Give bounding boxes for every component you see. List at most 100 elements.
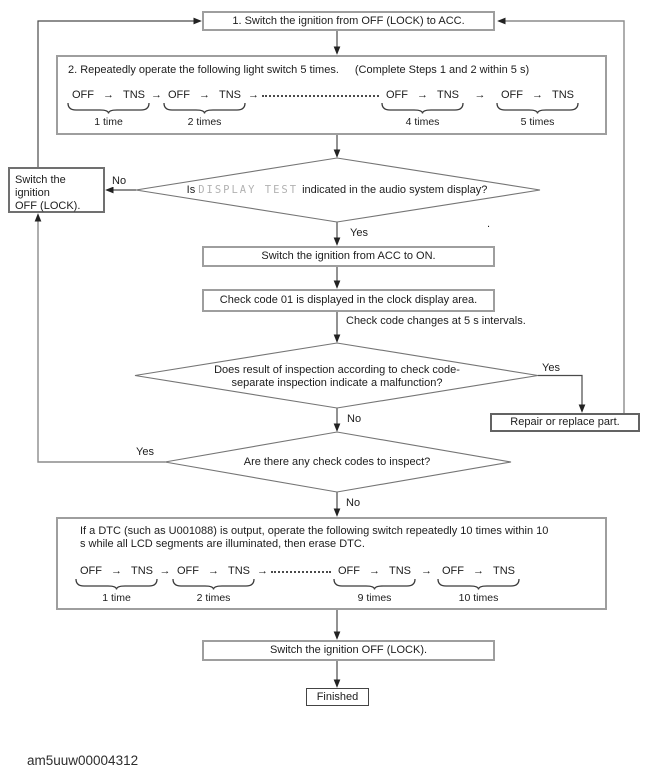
- connector-leftbox-loop-step1: [37, 17, 202, 167]
- arrow-right-icon: →: [473, 565, 484, 577]
- sequence-ellipsis: →: [255, 564, 333, 578]
- switch-off-label: OFF: [338, 565, 360, 577]
- switch-tns-label: TNS: [493, 565, 515, 577]
- acc-to-on-text: Switch the ignition from ACC to ON.: [261, 250, 436, 262]
- decision-diamond-display-test: [135, 157, 541, 223]
- check-code-01-box: Check code 01 is displayed in the clock …: [202, 289, 495, 312]
- underbrace-icon: [172, 578, 255, 590]
- step2-switch-sequence: OFF → TNS 1 time → OFF → TNS 2 times →: [67, 88, 579, 128]
- switch-cycle-group-10x: OFF → TNS 10 times: [437, 564, 520, 604]
- acc-to-on-box: Switch the ignition from ACC to ON.: [202, 246, 495, 267]
- decision-malfunction-text: Does result of inspection according to c…: [137, 364, 537, 390]
- decision-diamond-malfunction: [134, 342, 539, 409]
- arrow-right-icon: →: [369, 565, 380, 577]
- decision-malfunction-line2: separate inspection indicate a malfuncti…: [231, 377, 443, 389]
- underbrace-icon: [333, 578, 416, 590]
- step2-box: 2. Repeatedly operate the following ligh…: [56, 55, 607, 135]
- arrow-right-icon: →: [421, 565, 432, 577]
- step2-note: (Complete Steps 1 and 2 within 5 s): [354, 64, 530, 76]
- figure-code: am5uuw00004312: [27, 753, 139, 768]
- switch-off-lock-left-box: Switch the ignition OFF (LOCK).: [8, 167, 105, 213]
- switch-tns-label: TNS: [131, 565, 153, 577]
- step1-text: 1. Switch the ignition from OFF (LOCK) t…: [232, 15, 465, 27]
- sequence-arrow: →: [416, 564, 437, 578]
- switch-off-label: OFF: [80, 565, 102, 577]
- arrow-right-icon: →: [151, 89, 162, 101]
- dtc-switch-sequence: OFF → TNS 1 time → OFF → TNS 2 times →: [75, 564, 520, 604]
- cycle-count-label: 1 time: [94, 116, 123, 128]
- cycle-count-label: 9 times: [357, 592, 392, 604]
- underbrace-icon: [437, 578, 520, 590]
- switch-cycle-sequence: OFF → TNS: [163, 88, 246, 102]
- underbrace-icon: [75, 578, 158, 590]
- repair-or-replace-box: Repair or replace part.: [490, 413, 640, 432]
- sequence-arrow: →: [150, 88, 163, 102]
- arrow-right-icon: →: [417, 89, 428, 101]
- dotted-line: [262, 94, 379, 97]
- dtc-erase-box: If a DTC (such as U001088) is output, op…: [56, 517, 607, 610]
- switch-cycle-group-5x: OFF → TNS 5 times: [496, 88, 579, 128]
- switch-cycle-group-4x: OFF → TNS 4 times: [381, 88, 464, 128]
- switch-off-lock-text: Switch the ignition OFF (LOCK).: [269, 644, 428, 656]
- switch-tns-label: TNS: [389, 565, 411, 577]
- underbrace-icon: [67, 102, 150, 114]
- switch-cycle-group-1: OFF → TNS 1 time: [75, 564, 158, 604]
- arrow-right-icon: →: [208, 565, 219, 577]
- switch-tns-label: TNS: [552, 89, 574, 101]
- edge-label-no: No: [345, 497, 362, 509]
- decision-more-codes-line: Are there any check codes to inspect?: [243, 456, 431, 468]
- underbrace-icon: [496, 102, 579, 114]
- cycle-count-label: 1 time: [102, 592, 131, 604]
- edge-label-no: No: [111, 175, 128, 187]
- underbrace-icon: [381, 102, 464, 114]
- arrow-right-icon: →: [257, 565, 268, 577]
- switch-off-label: OFF: [386, 89, 408, 101]
- arrow-right-icon: →: [111, 565, 122, 577]
- dotted-line: [271, 570, 331, 573]
- connector-d2-yes-repair: [538, 374, 586, 413]
- step1-box: 1. Switch the ignition from OFF (LOCK) t…: [202, 11, 495, 31]
- arrow-right-icon: →: [199, 89, 210, 101]
- stray-dot: .: [487, 218, 491, 230]
- switch-cycle-sequence: OFF → TNS: [496, 88, 579, 102]
- arrow-right-icon: →: [159, 565, 171, 577]
- cycle-count-label: 2 times: [187, 116, 222, 128]
- dtc-line1: If a DTC (such as U001088) is output, op…: [80, 525, 549, 537]
- switch-off-lock-box: Switch the ignition OFF (LOCK).: [202, 640, 495, 661]
- edge-label-yes: Yes: [541, 362, 561, 374]
- switch-cycle-sequence: OFF → TNS: [75, 564, 158, 578]
- decision-diamond-more-codes: [164, 431, 512, 493]
- edge-label-yes: Yes: [349, 227, 369, 239]
- finished-box: Finished: [306, 688, 369, 706]
- step2-heading-row: 2. Repeatedly operate the following ligh…: [68, 64, 529, 77]
- switch-off-label: OFF: [501, 89, 523, 101]
- underbrace-icon: [163, 102, 246, 114]
- sequence-arrow: →: [158, 564, 172, 578]
- arrow-right-icon: →: [532, 89, 543, 101]
- switch-off-label: OFF: [168, 89, 190, 101]
- decision-text-pre: Is: [186, 184, 196, 196]
- cycle-count-label: 4 times: [405, 116, 440, 128]
- arrow-right-icon: →: [248, 89, 259, 101]
- dtc-heading: If a DTC (such as U001088) is output, op…: [80, 525, 590, 551]
- cycle-count-label: 5 times: [520, 116, 555, 128]
- switch-cycle-group-9x: OFF → TNS 9 times: [333, 564, 416, 604]
- switch-tns-label: TNS: [437, 89, 459, 101]
- connector-d3-yes-leftbox: [34, 213, 165, 463]
- cycle-count-label: 2 times: [196, 592, 231, 604]
- switch-off-label: OFF: [442, 565, 464, 577]
- switch-cycle-sequence: OFF → TNS: [381, 88, 464, 102]
- switch-tns-label: TNS: [219, 89, 241, 101]
- sequence-arrow: →: [464, 88, 496, 102]
- repair-or-replace-text: Repair or replace part.: [510, 416, 620, 428]
- lcd-display-test-text: DISPLAY TEST: [198, 184, 299, 196]
- left-box-line1: Switch the ignition: [15, 174, 66, 199]
- switch-tns-label: TNS: [228, 565, 250, 577]
- check-code-01-text: Check code 01 is displayed in the clock …: [219, 294, 478, 306]
- connector-repair-loop-step1: [497, 17, 625, 413]
- dtc-line2: s while all LCD segments are illuminated…: [80, 538, 365, 550]
- switch-cycle-sequence: OFF → TNS: [437, 564, 520, 578]
- switch-cycle-sequence: OFF → TNS: [67, 88, 150, 102]
